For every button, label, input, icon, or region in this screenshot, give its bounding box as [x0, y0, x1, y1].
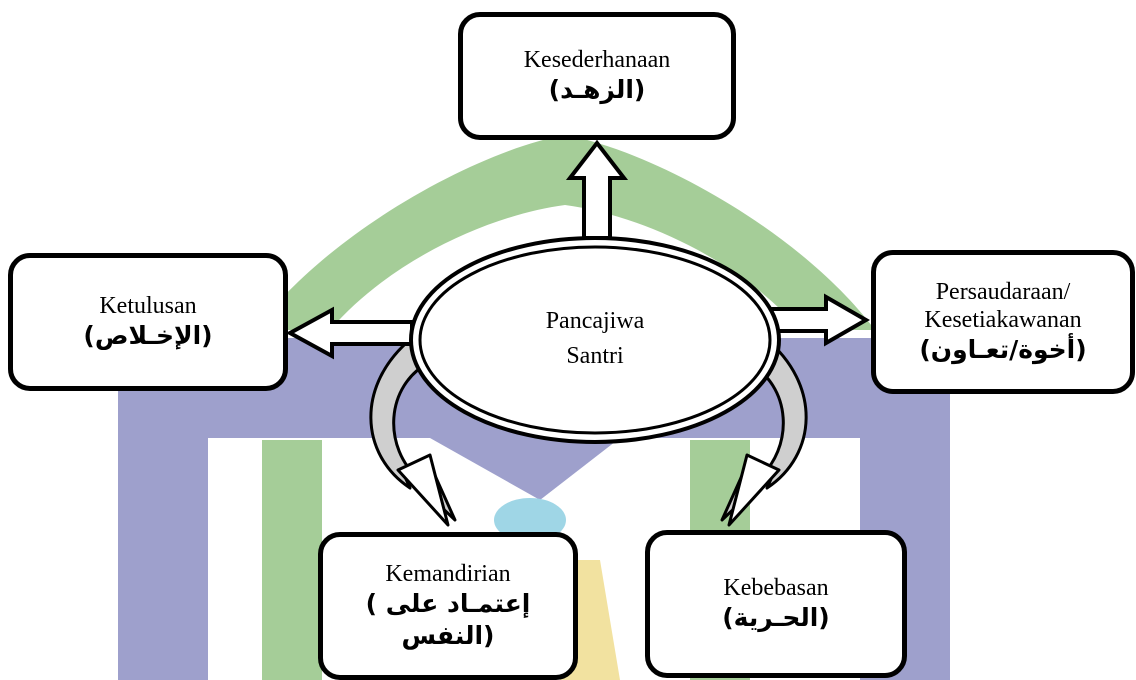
- node-left-latin: Ketulusan: [99, 293, 197, 319]
- node-bottom-left-arabic-1: إعتمـاد على ): [365, 589, 531, 618]
- watermark-teal-spot: [494, 498, 566, 542]
- center-ellipse-outer: [409, 236, 781, 444]
- node-left-box: Ketulusan (الإخـلاص): [8, 253, 288, 391]
- node-top-latin: Kesederhanaan: [523, 47, 671, 73]
- watermark-green-left-column: [262, 440, 322, 680]
- node-right-arabic: (أخوة/تعـاون): [919, 335, 1087, 364]
- straight-arrows: [285, 139, 871, 360]
- node-bottom-left-latin: Kemandirian: [385, 561, 511, 587]
- node-top-box: Kesederhanaan (الزهـد): [458, 12, 736, 140]
- center-node: [409, 236, 781, 444]
- curved-arrow-right-tip: [727, 453, 781, 527]
- node-bottom-left-arabic-2: (النفس: [401, 621, 495, 650]
- curved-arrows: [369, 336, 808, 527]
- watermark-blue-center-wedge: [430, 438, 620, 500]
- node-bottom-right-arabic: (الحـرية): [722, 603, 830, 632]
- node-bottom-left-box: Kemandirian إعتمـاد على ) (النفس: [318, 532, 578, 680]
- node-top-arabic: (الزهـد): [548, 75, 646, 104]
- node-bottom-right-box: Kebebasan (الحـرية): [645, 530, 907, 678]
- curved-arrow-left-tip: [396, 453, 450, 527]
- arrow-left: [285, 306, 414, 360]
- node-right-latin-1: Persaudaraan/: [935, 279, 1071, 305]
- center-ellipse-inner: [418, 245, 772, 435]
- node-left-arabic: (الإخـلاص): [83, 321, 213, 350]
- arrow-up: [565, 139, 629, 240]
- node-bottom-right-latin: Kebebasan: [723, 575, 829, 601]
- node-right-latin-2: Kesetiakawanan: [924, 307, 1082, 333]
- node-right-box: Persaudaraan/ Kesetiakawanan (أخوة/تعـاو…: [871, 250, 1135, 394]
